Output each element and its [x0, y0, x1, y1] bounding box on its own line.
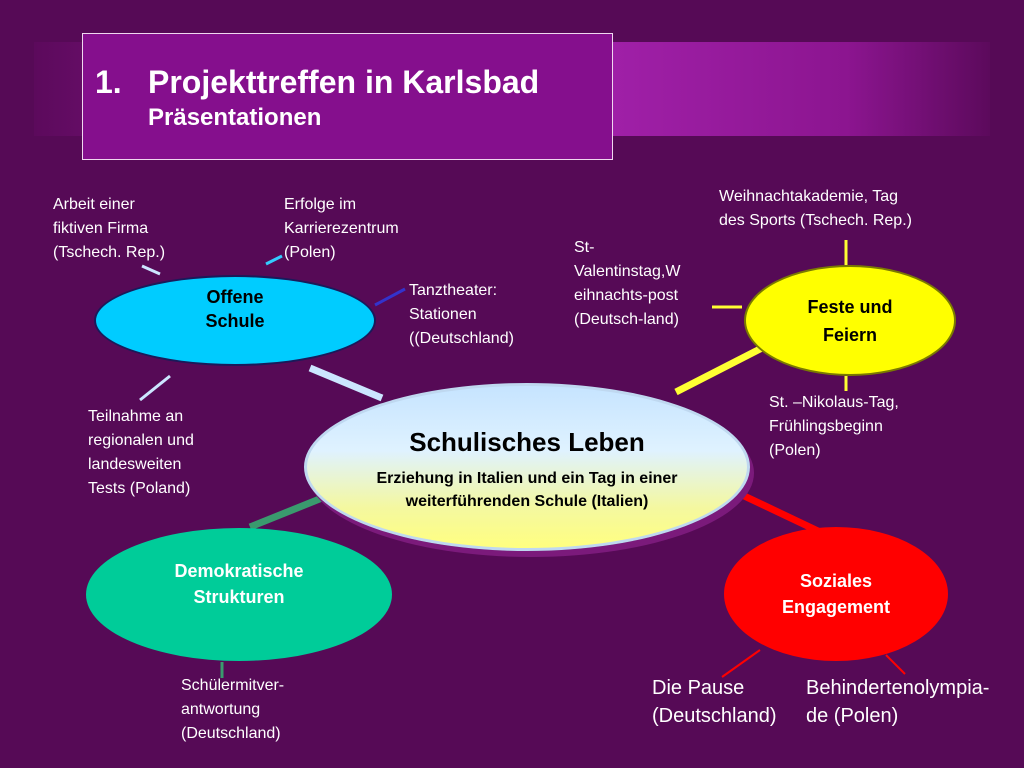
title-box: 1. Projekttreffen in Karlsbad Präsentati… — [82, 33, 613, 160]
connector-feste — [674, 344, 764, 396]
connector-tanztheater — [374, 287, 406, 307]
label-valentinstag: St- Valentinstag,W eihnachts-post (Deuts… — [574, 239, 681, 328]
connector-behinderten — [885, 654, 906, 675]
node-soziales-engagement: Soziales Engagement — [724, 527, 948, 661]
label-teilnahme-tests: Teilnahme an regionalen und landesweiten… — [88, 408, 194, 497]
label-nikolaus: St. –Nikolaus-Tag, Frühlingsbeginn (Pole… — [769, 394, 899, 459]
label-arbeit-firma: Arbeit einer fiktiven Firma (Tschech. Re… — [53, 196, 166, 261]
center-subtitle: Erziehung in Italien und ein Tag in eine… — [376, 470, 678, 510]
node-label: Soziales Engagement — [781, 571, 891, 617]
title-number: 1. — [95, 64, 122, 100]
page-subtitle: Präsentationen — [148, 104, 322, 131]
node-schulisches-leben: Schulisches Leben Erziehung in Italien u… — [304, 383, 750, 551]
label-weihnachtakademie: Weihnachtakademie, Tag des Sports (Tsche… — [719, 188, 912, 229]
label-behindertenolympiade: Behindertenolympia- de (Polen) — [806, 677, 990, 727]
page-title: Projekttreffen in Karlsbad — [148, 64, 540, 100]
node-feste-feiern: Feste und Feiern — [744, 265, 956, 376]
center-title: Schulisches Leben — [409, 427, 645, 457]
connector-teilnahme — [139, 374, 171, 402]
connector-erfolge — [265, 254, 283, 266]
connector-demokratische — [248, 494, 324, 531]
node-offene-schule: Offene Schule — [94, 275, 376, 366]
label-die-pause: Die Pause (Deutschland) — [652, 677, 777, 727]
label-schuelermitverantwortung: Schülermitver- antwortung (Deutschland) — [181, 677, 285, 742]
label-tanztheater: Tanztheater: Stationen ((Deutschland) — [409, 282, 514, 347]
node-label: Offene Schule — [205, 287, 265, 331]
connector-soziales — [738, 490, 820, 535]
connector-offene — [308, 364, 384, 402]
node-demokratische-strukturen: Demokratische Strukturen — [86, 528, 392, 661]
node-label: Feste und Feiern — [807, 296, 893, 345]
connector-pause — [721, 649, 761, 678]
label-erfolge-karrierezentrum: Erfolge im Karrierezentrum (Polen) — [284, 196, 399, 261]
node-label: Demokratische Strukturen — [174, 561, 304, 607]
connector-arbeit — [141, 264, 161, 276]
